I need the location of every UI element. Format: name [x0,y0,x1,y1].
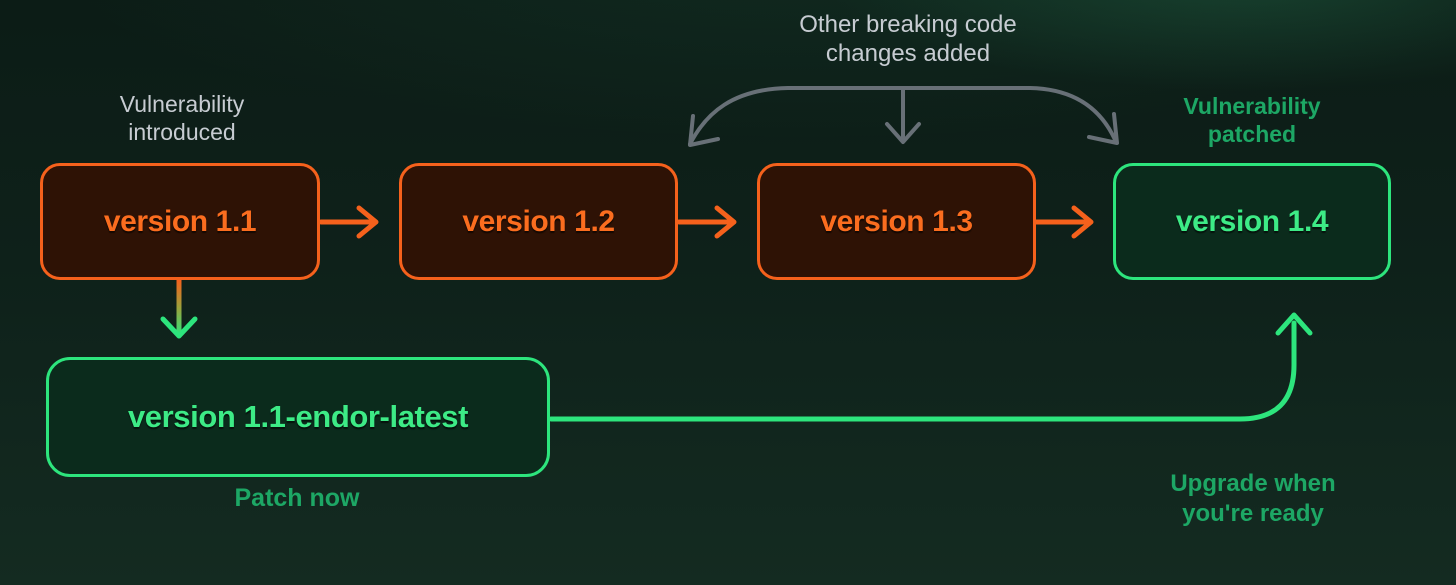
label-line: Upgrade when [1170,470,1336,497]
label-patch-now: Patch now [234,483,359,513]
label-line: Patch now [234,484,360,512]
version-box-endor-latest: version 1.1-endor-latest [46,357,550,477]
version-label: version 1.1 [103,204,257,238]
arrow-v11-to-endor-patch [160,277,198,339]
label-line: Vulnerability [1183,93,1321,119]
arrow-endor-to-v14-upgrade [548,312,1313,422]
arrow-v13-to-v14 [1033,205,1094,239]
version-box-1-2: version 1.2 [399,163,678,280]
label-line: Other breaking code [799,11,1017,38]
label-line: changes added [825,40,991,67]
arrow-v11-to-v12 [318,205,379,239]
version-label: version 1.4 [1175,204,1329,238]
label-vulnerability-introduced: Vulnerability introduced [120,90,244,146]
label-line: Vulnerability [119,91,245,117]
version-box-1-1: version 1.1 [40,163,320,280]
version-label: version 1.3 [820,204,973,238]
label-line: introduced [128,119,236,145]
label-line: you're ready [1182,500,1324,527]
breaking-changes-bracket-arrow [688,86,1119,147]
arrow-v12-to-v13 [676,205,737,239]
version-label: version 1.1-endor-latest [127,399,469,434]
version-box-1-3: version 1.3 [757,163,1036,280]
label-line: patched [1207,121,1297,147]
label-other-breaking-changes: Other breaking code changes added [799,10,1016,68]
label-vulnerability-patched: Vulnerability patched [1183,92,1320,148]
version-label: version 1.2 [462,204,615,238]
label-upgrade-when-ready: Upgrade when you're ready [1170,469,1335,529]
version-box-1-4: version 1.4 [1113,163,1391,280]
